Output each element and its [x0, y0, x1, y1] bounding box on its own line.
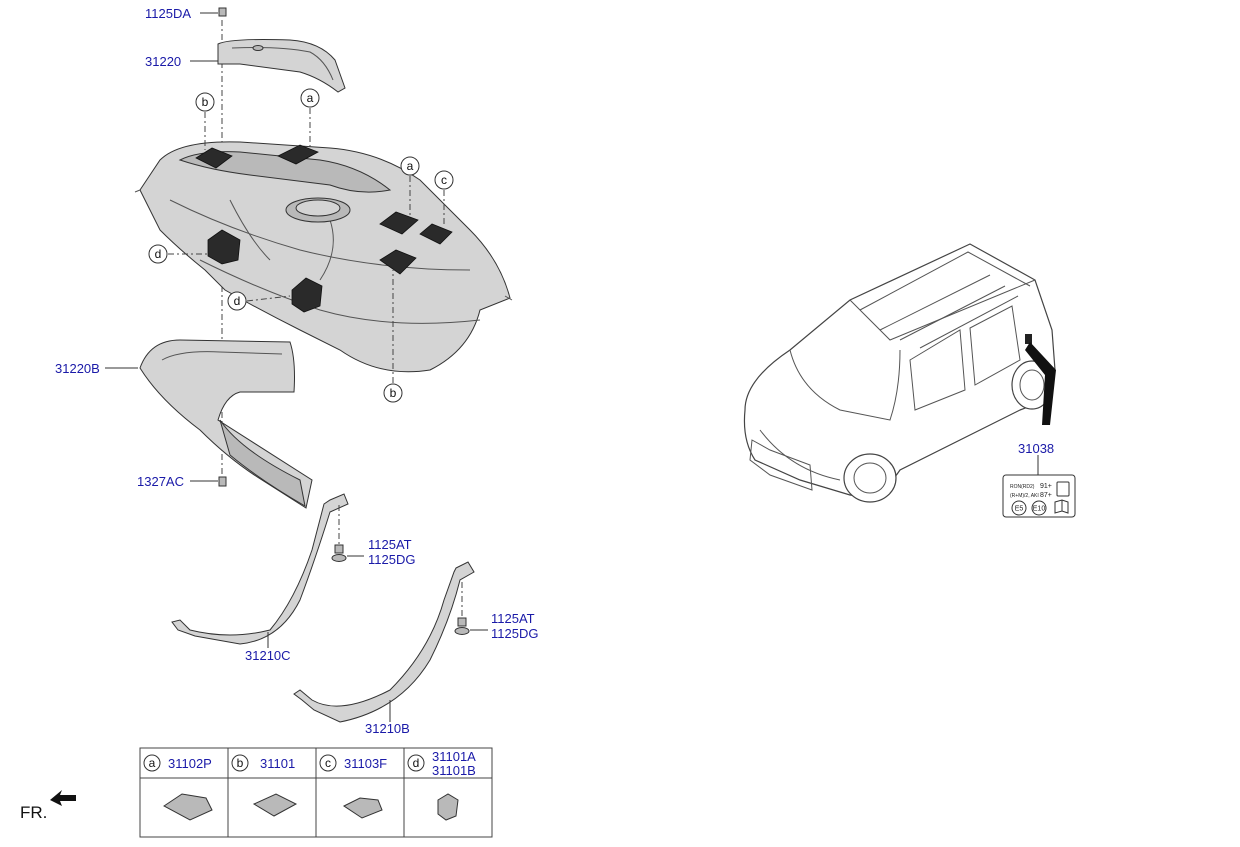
pad-c[interactable] — [419, 223, 453, 245]
legend-circle-c — [319, 754, 337, 772]
callout-d-center: d — [227, 291, 291, 311]
bolt-1125AT-1125DG-lower[interactable] — [454, 582, 488, 635]
svg-text:c: c — [441, 173, 447, 187]
legend-pad-b — [252, 793, 298, 817]
svg-text:b: b — [390, 386, 397, 400]
pad-a-left[interactable] — [277, 144, 319, 165]
callout-b-bottom: b — [383, 270, 403, 403]
legend-letter-d: d — [413, 756, 420, 770]
part-label-31038[interactable]: 31038 — [1018, 441, 1054, 456]
strap-31210C[interactable] — [171, 493, 349, 648]
svg-text:b: b — [202, 95, 209, 109]
callout-a-top: a — [300, 88, 320, 148]
bolt-1125DA[interactable] — [200, 7, 227, 17]
legend-circle-b — [231, 754, 249, 772]
bolt-1327AC[interactable] — [190, 476, 227, 487]
callout-d-left: d — [148, 244, 208, 264]
part-label-1125DG-lower[interactable]: 1125DG — [491, 626, 538, 641]
label-ron-value: 91+ — [1040, 483, 1052, 490]
part-label-1125AT-lower[interactable]: 1125AT — [491, 611, 535, 626]
part-label-31210C[interactable]: 31210C — [245, 648, 291, 663]
legend-circle-d — [407, 754, 425, 772]
legend-pad-d — [437, 793, 459, 821]
grille — [749, 439, 813, 491]
label-ron-text: RON(RD2) — [1010, 484, 1035, 490]
pad-b-left[interactable] — [195, 147, 233, 169]
fr-label: FR. — [20, 803, 47, 822]
fuel-pump-icon — [1056, 481, 1070, 497]
svg-text:a: a — [307, 91, 314, 105]
callout-a-right: a — [400, 156, 420, 216]
part-label-31210B[interactable]: 31210B — [365, 721, 410, 736]
front-orientation-marker: FR. — [20, 790, 76, 822]
legend-pad-a — [163, 793, 213, 821]
manual-book-icon — [1054, 499, 1069, 514]
front-arrow-icon — [50, 790, 76, 806]
callout-b-top: b — [195, 92, 215, 150]
pad-b-right[interactable] — [379, 249, 417, 275]
legend-letter-c: c — [325, 756, 331, 770]
svg-text:E10: E10 — [1033, 506, 1046, 513]
legend-circle-a — [143, 754, 161, 772]
vehicle-illustration — [743, 243, 1056, 503]
pad-d-left[interactable] — [207, 229, 241, 265]
part-label-1125AT-upper[interactable]: 1125AT — [368, 537, 412, 552]
legend-part-31101A[interactable]: 31101A — [432, 749, 476, 764]
label-aki-value: 87+ — [1040, 492, 1052, 499]
fuel-label-31038[interactable]: RON(RD2) 91+ (R+M)/2, AKI 87+ E5 E10 — [1002, 474, 1076, 518]
legend-part-31101[interactable]: 31101 — [260, 756, 295, 771]
heat-shield-31220B[interactable] — [105, 339, 313, 509]
label-aki-text: (R+M)/2, AKI — [1010, 493, 1039, 499]
heat-shield-31220[interactable] — [190, 39, 346, 93]
strap-31210B[interactable] — [293, 561, 475, 723]
svg-text:a: a — [407, 159, 414, 173]
legend-pad-c — [343, 797, 383, 819]
part-label-1125DA[interactable]: 1125DA — [145, 6, 191, 21]
pad-d-center[interactable] — [291, 277, 323, 313]
part-label-31220[interactable]: 31220 — [145, 54, 181, 69]
part-label-31220B[interactable]: 31220B — [55, 361, 100, 376]
badge-e10 — [1031, 500, 1047, 516]
legend-letter-b: b — [237, 756, 244, 770]
part-label-1125DG-upper[interactable]: 1125DG — [368, 552, 415, 567]
legend-letter-a: a — [149, 756, 156, 770]
fuel-tank[interactable] — [134, 141, 513, 373]
badge-e5 — [1011, 500, 1027, 516]
legend-part-31101B[interactable]: 31101B — [432, 763, 476, 778]
svg-text:E5: E5 — [1015, 506, 1024, 513]
pad-a-right[interactable] — [379, 211, 419, 235]
svg-text:d: d — [155, 247, 162, 261]
callout-c: c — [434, 170, 454, 226]
legend-table: a 31102P b 31101 c 31103F d 31101A 31101… — [139, 747, 493, 838]
svg-text:d: d — [234, 294, 241, 308]
legend-part-31102P[interactable]: 31102P — [168, 756, 212, 771]
legend-part-31103F[interactable]: 31103F — [344, 756, 387, 771]
bolt-1125AT-1125DG-upper[interactable] — [331, 505, 364, 562]
part-label-1327AC[interactable]: 1327AC — [137, 474, 184, 489]
